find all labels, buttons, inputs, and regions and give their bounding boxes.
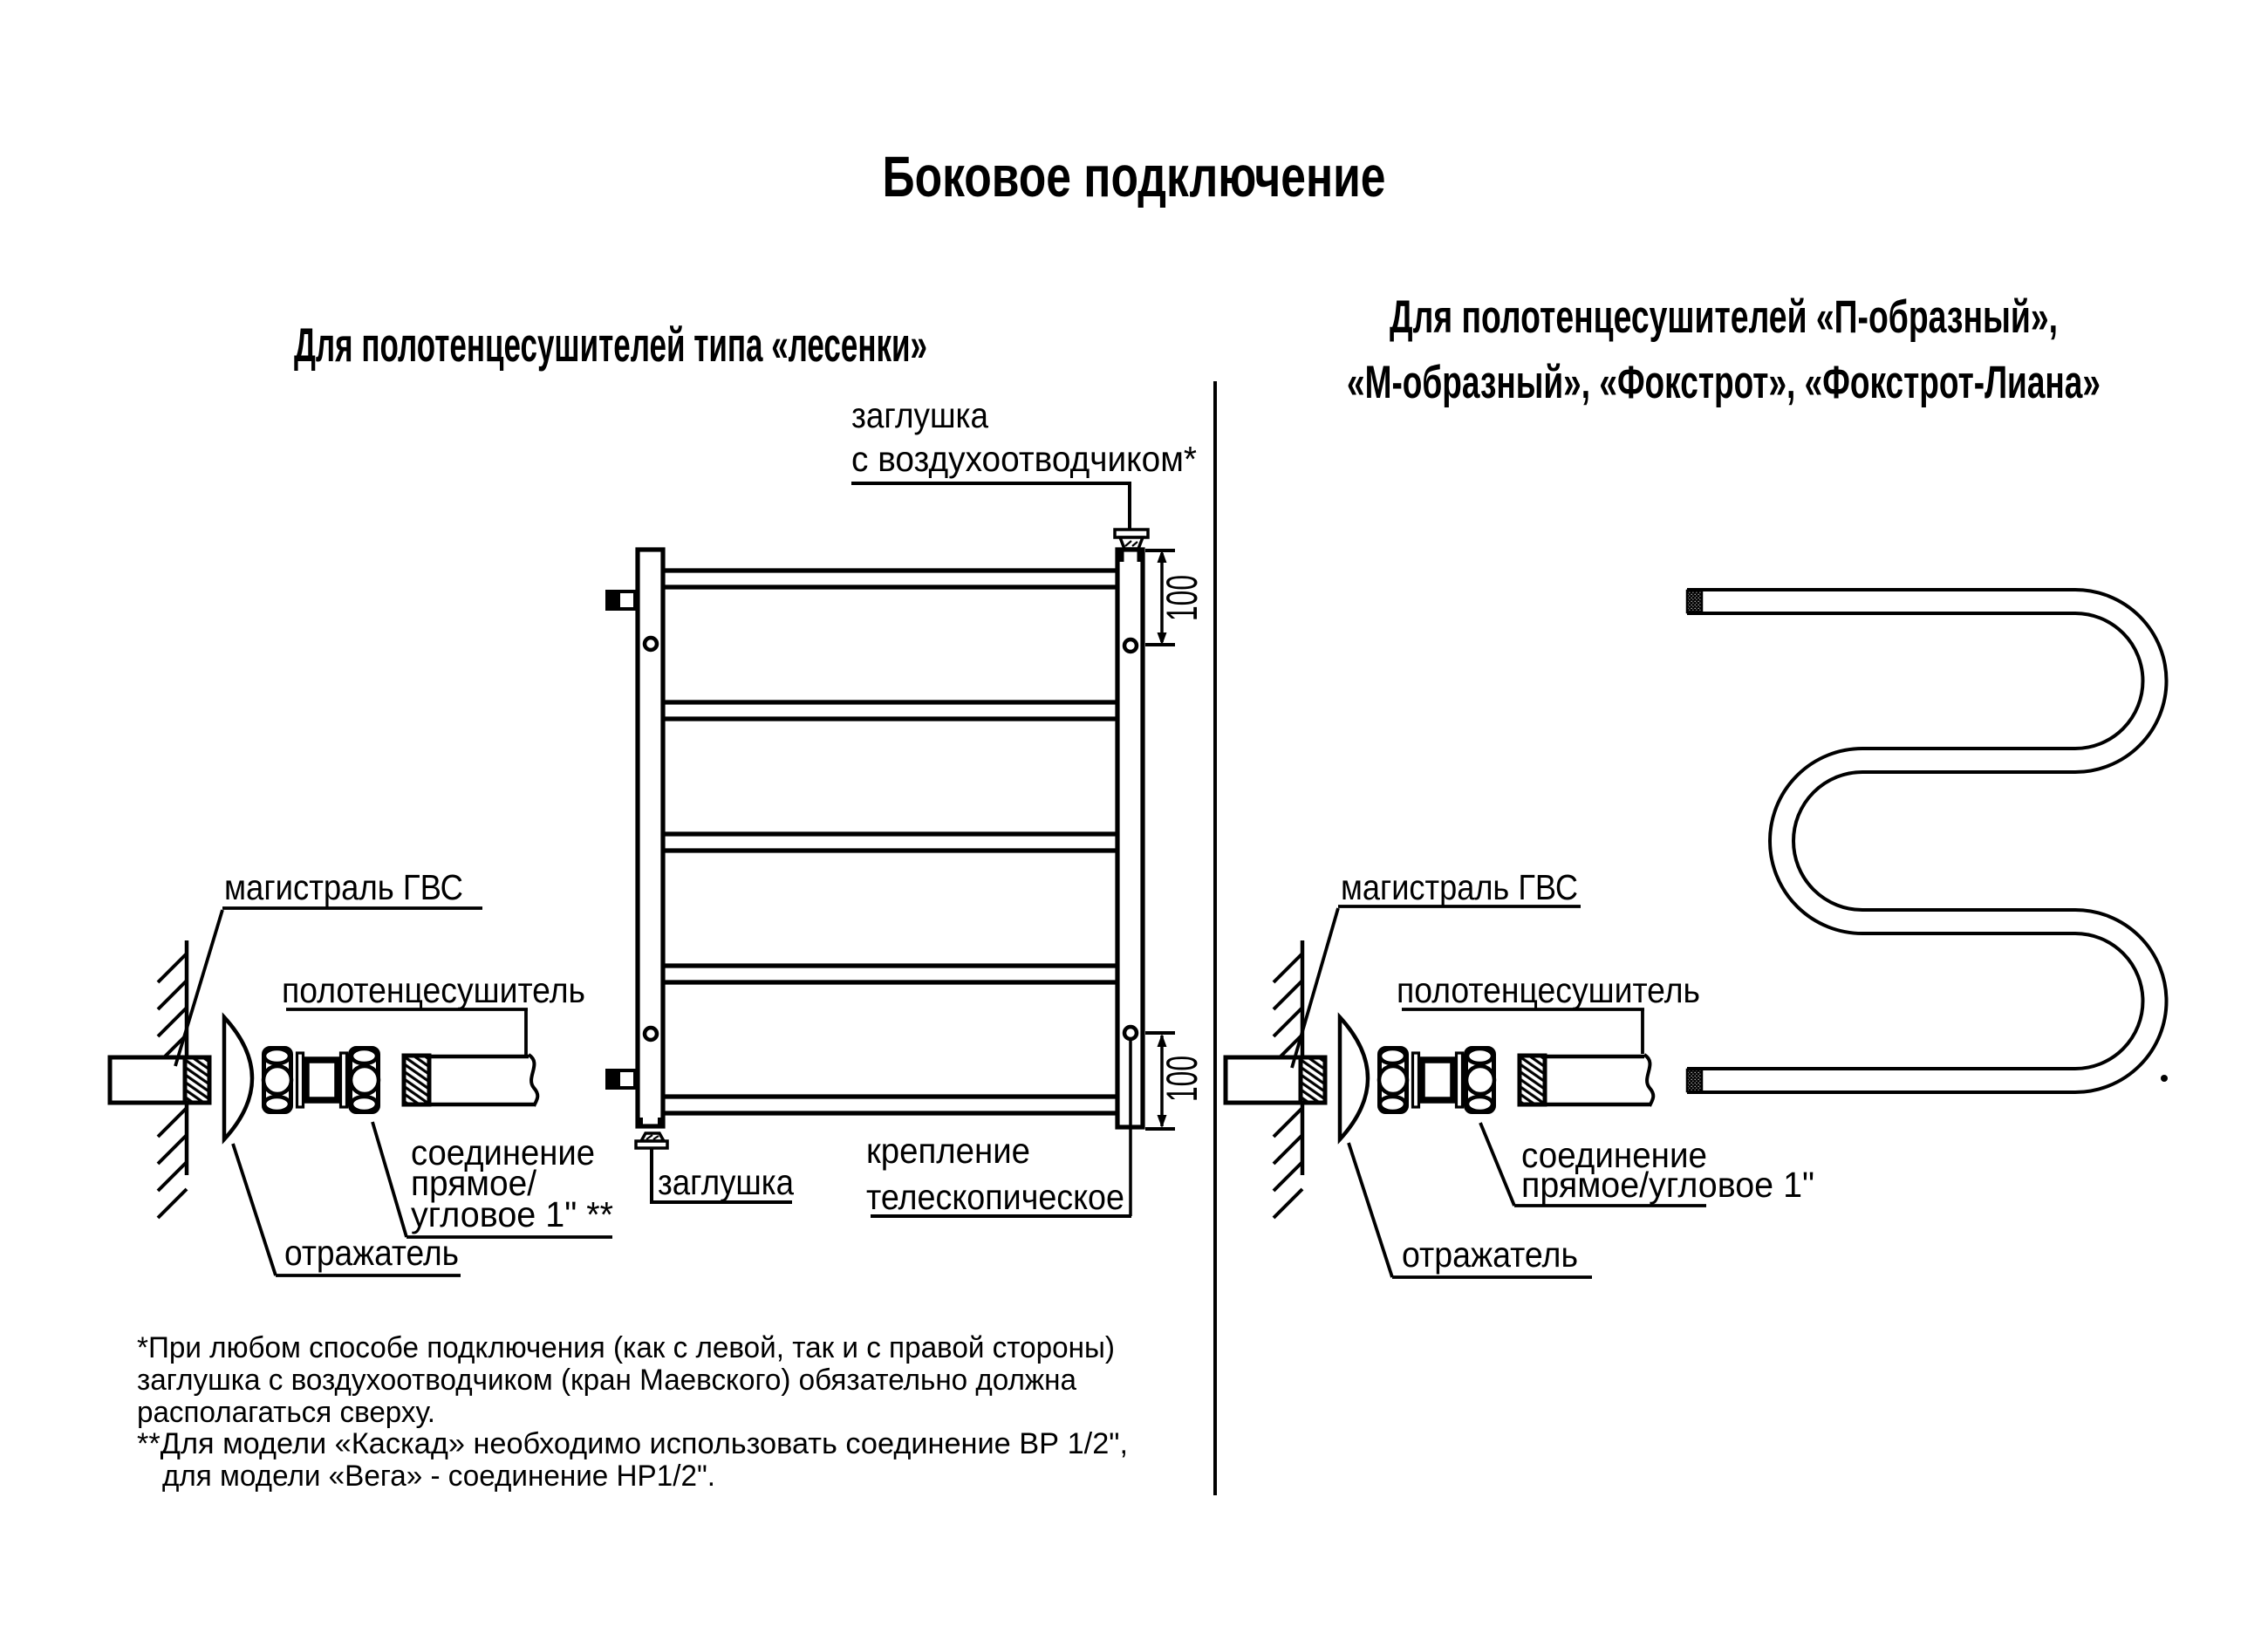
svg-text:**Для модели «Каскад» необходи: **Для модели «Каскад» необходимо использ… (137, 1427, 1128, 1460)
svg-text:полотенцесушитель: полотенцесушитель (1397, 970, 1700, 1010)
svg-text:заглушка: заглушка (851, 395, 988, 435)
svg-text:магистраль ГВС: магистраль ГВС (1341, 867, 1578, 907)
svg-text:Для полотенцесушителей «П-обр: Для полотенцесушителей «П-образный», (1390, 291, 2058, 343)
svg-text:для модели «Вега» - соединение: для модели «Вега» - соединение НР1/2". (162, 1460, 715, 1493)
svg-text:крепление: крепление (866, 1131, 1030, 1171)
svg-text:прямое/угловое 1": прямое/угловое 1" (1521, 1165, 1814, 1205)
svg-text:с воздухоотводчиком*: с воздухоотводчиком* (851, 439, 1197, 479)
svg-text:*При любом способе подключения: *При любом способе подключения (как с ле… (137, 1331, 1115, 1364)
svg-text:располагаться сверху.: располагаться сверху. (137, 1396, 435, 1429)
svg-text:Для полотенцесушителей типа «л: Для полотенцесушителей типа «лесенки» (294, 318, 927, 372)
svg-text:магистраль ГВС: магистраль ГВС (224, 867, 463, 907)
svg-text:отражатель: отражатель (284, 1233, 459, 1273)
svg-text:Боковое подключение: Боковое подключение (883, 144, 1386, 209)
svg-text:«М-образный», «Фокстрот», «Фок: «М-образный», «Фокстрот», «Фокстрот-Лиан… (1347, 357, 2101, 408)
svg-text:100: 100 (1158, 575, 1206, 621)
svg-text:телескопическое: телескопическое (866, 1177, 1124, 1217)
svg-text:соединение: соединение (1521, 1135, 1707, 1175)
svg-text:угловое 1" **: угловое 1" ** (411, 1194, 613, 1234)
svg-text:заглушка с воздухоотводчиком (: заглушка с воздухоотводчиком (кран Маевс… (137, 1364, 1077, 1397)
svg-text:прямое/: прямое/ (411, 1163, 537, 1203)
svg-text:отражатель: отражатель (1402, 1234, 1578, 1275)
svg-text:100: 100 (1158, 1056, 1206, 1102)
svg-text:заглушка: заглушка (658, 1162, 794, 1202)
svg-text:соединение: соединение (411, 1132, 595, 1173)
svg-text:полотенцесушитель: полотенцесушитель (282, 970, 585, 1010)
